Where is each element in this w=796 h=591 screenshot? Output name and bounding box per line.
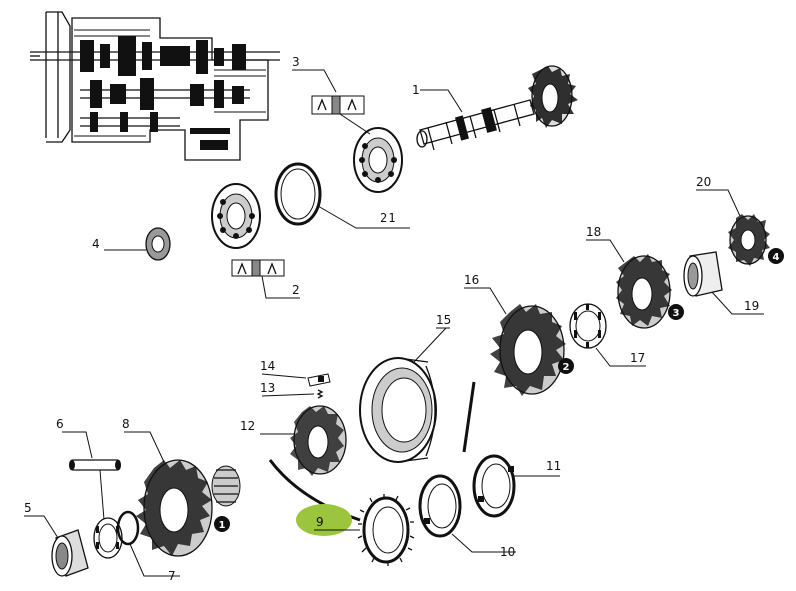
leader-1 <box>420 89 463 113</box>
part-label-8: 8 <box>122 417 130 431</box>
badge-4: 4 <box>768 248 784 264</box>
part-label-19: 19 <box>744 299 759 313</box>
part-10-synchro-ring <box>418 474 462 538</box>
part-9-toothed-ring <box>357 494 415 566</box>
part-label-17: 17 <box>630 351 645 365</box>
leader-3 <box>292 69 371 135</box>
part-label-18: 18 <box>586 225 601 239</box>
leader-10 <box>451 533 516 553</box>
part-2-bearing <box>211 183 285 277</box>
gearbox-assembly-section <box>30 8 280 163</box>
part-label-21: 21 <box>380 211 396 225</box>
badge-2: 2 <box>558 358 574 374</box>
part-label-7: 7 <box>168 569 176 583</box>
part-11-synchro-ring <box>472 454 516 518</box>
part-label-20: 20 <box>696 175 711 189</box>
part-label-15: 15 <box>436 313 451 327</box>
part-18-gear <box>616 254 672 329</box>
part-label-14: 14 <box>260 359 275 373</box>
badge-1-text: 1 <box>219 520 226 531</box>
leader-8 <box>124 431 165 463</box>
part-label-11: 11 <box>546 459 561 473</box>
leader-5 <box>24 515 59 539</box>
part-21-snap-ring <box>274 162 322 226</box>
part-5-collar <box>51 529 89 577</box>
leader-13 <box>261 393 315 397</box>
highlight-part-9 <box>296 504 352 536</box>
leader-14 <box>261 373 307 379</box>
badge-4-text: 4 <box>773 252 780 263</box>
part-3-bearing <box>311 95 403 193</box>
part-1-main-shaft <box>416 65 578 151</box>
leader-6 <box>62 431 105 521</box>
part-7-needle-bearing <box>93 510 140 559</box>
leader-17 <box>595 347 646 367</box>
badge-3: 3 <box>668 304 684 320</box>
assembly-guide-line-right <box>462 381 476 453</box>
leader-21 <box>317 205 410 229</box>
part-label-3: 3 <box>292 55 300 69</box>
part-8-gear <box>136 459 241 557</box>
leader-19 <box>711 291 764 315</box>
part-4-nut <box>145 227 171 261</box>
part-label-6: 6 <box>56 417 64 431</box>
part-12-hub <box>290 405 347 476</box>
part-label-4: 4 <box>92 237 100 251</box>
part-label-10: 10 <box>500 545 515 559</box>
leader-20 <box>696 189 741 217</box>
badge-2-text: 2 <box>563 362 570 373</box>
part-6-pin <box>69 459 121 471</box>
part-20-small-gear <box>728 214 770 266</box>
leader-15 <box>413 327 450 363</box>
part-label-13: 13 <box>260 381 275 395</box>
part-15-sleeve <box>359 357 437 463</box>
part-16-gear <box>490 304 566 396</box>
leader-16 <box>464 287 507 315</box>
badge-1: 1 <box>214 516 230 532</box>
part-label-12: 12 <box>240 419 255 433</box>
part-label-9: 9 <box>316 515 324 529</box>
part-label-1: 1 <box>412 83 420 97</box>
part-label-2: 2 <box>292 283 300 297</box>
badge-3-text: 3 <box>673 308 680 319</box>
part-14-key <box>307 373 331 387</box>
part-label-5: 5 <box>24 501 32 515</box>
leader-18 <box>586 239 625 263</box>
part-13-spring <box>316 389 324 399</box>
part-label-16: 16 <box>464 273 479 287</box>
part-19-bushing <box>683 251 723 297</box>
leader-2 <box>261 275 300 299</box>
part-17-needle-bearing <box>569 303 607 349</box>
leader-7 <box>129 543 180 577</box>
